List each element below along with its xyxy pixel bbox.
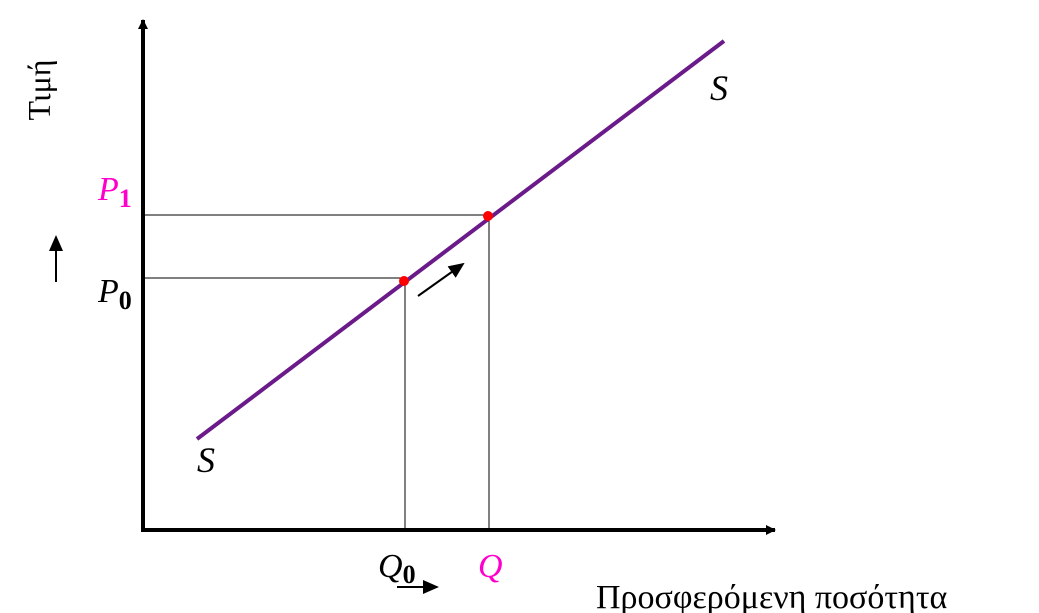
q0-subscript: 0 [403, 560, 416, 589]
point-p1-q [483, 211, 493, 221]
q0-letter: Q [378, 548, 403, 585]
p0-label: P0 [97, 273, 132, 315]
p0-letter: P [97, 273, 119, 310]
q0-label: Q0 [378, 548, 416, 589]
point-p0-q0 [399, 276, 409, 286]
supply-curve [195, 39, 726, 441]
p1-letter: P [97, 171, 119, 208]
p1-label: P1 [97, 171, 132, 213]
curve-label-bottom: S [197, 440, 215, 480]
curve-label-top: S [710, 68, 728, 108]
x-axis-title: Προσφερόμενη ποσότητα [596, 579, 947, 613]
y-axis-title: Τιμή [21, 60, 57, 121]
p0-subscript: 0 [119, 286, 132, 315]
p1-subscript: 1 [119, 184, 132, 213]
q-label: Q [478, 548, 503, 585]
movement-arrow-along-curve [417, 262, 465, 297]
